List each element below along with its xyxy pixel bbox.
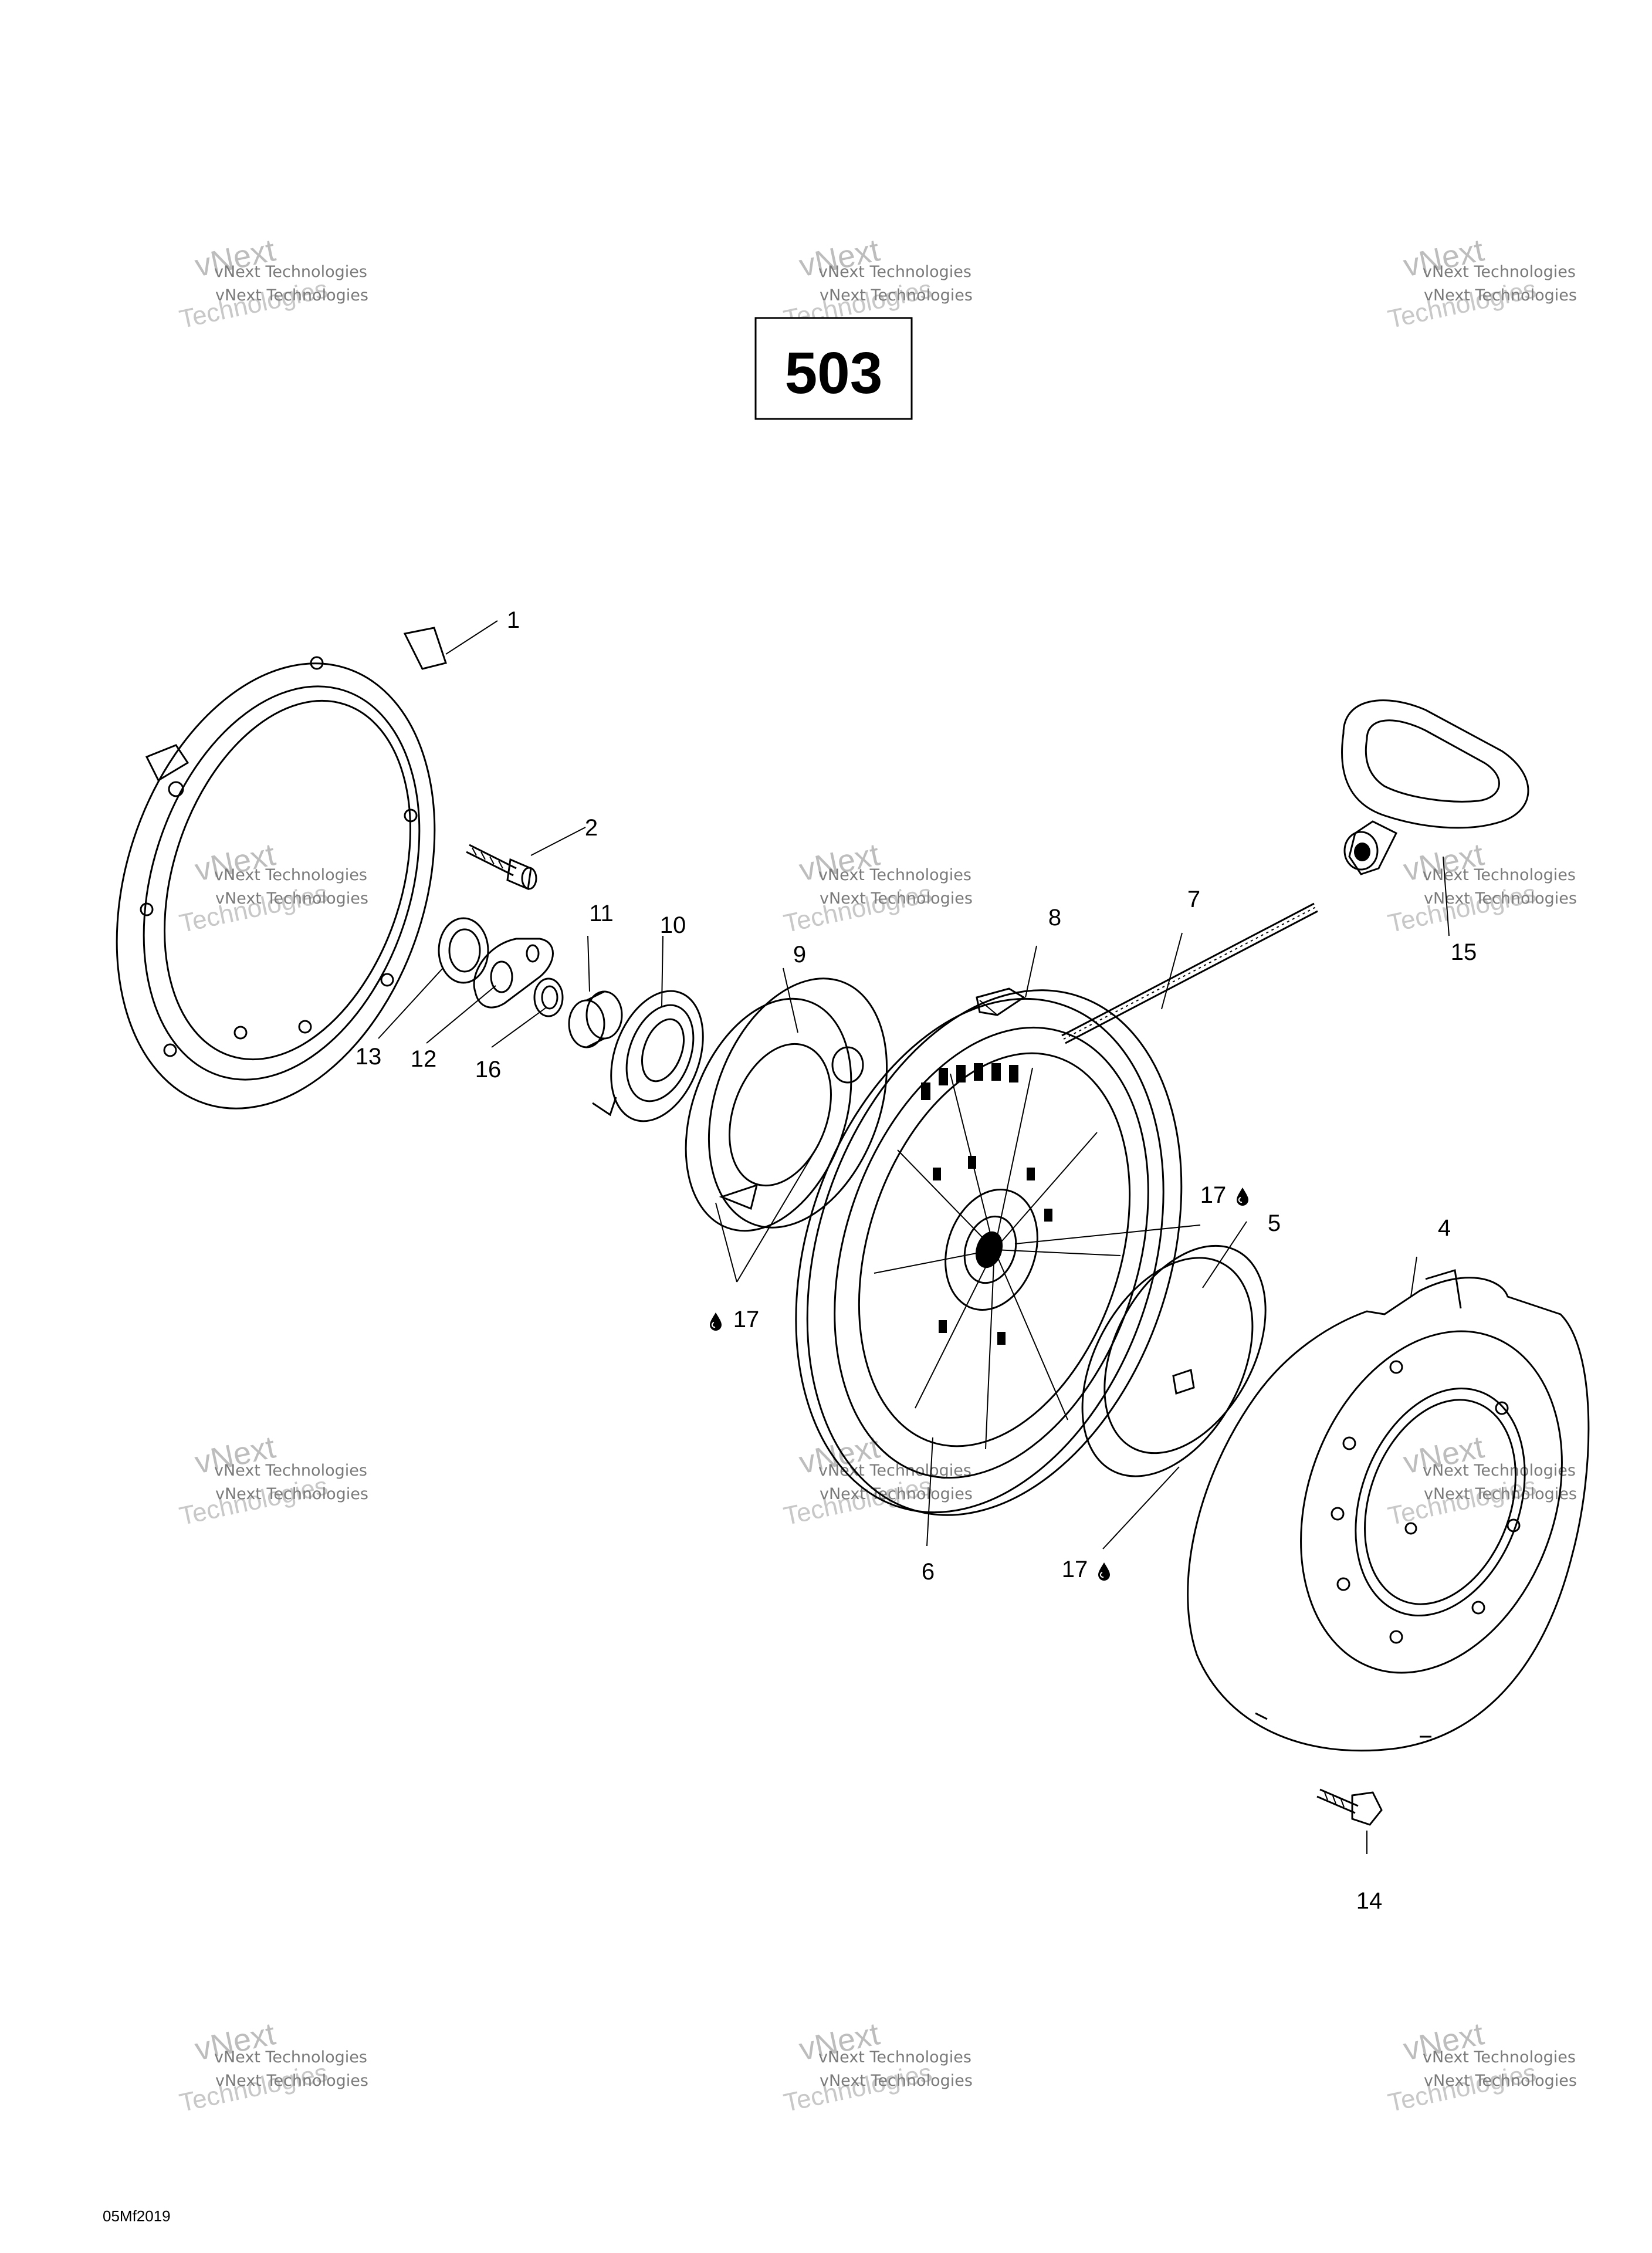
watermark-text: vNext Technologies bbox=[818, 866, 971, 884]
watermark-text: vNext Technologies bbox=[214, 866, 367, 884]
part-12-plate bbox=[473, 938, 554, 1009]
watermark-text: vNext Technologies bbox=[820, 286, 973, 305]
watermark-text: vNext Technologies bbox=[1423, 263, 1576, 281]
part-7-rope bbox=[1061, 902, 1318, 1044]
part-9-spring-cover bbox=[685, 977, 888, 1232]
watermark-text: vNext Technologies bbox=[820, 1485, 973, 1503]
watermark-text: vNext Technologies bbox=[818, 263, 971, 281]
callout-17: 17 bbox=[733, 1307, 760, 1332]
watermark-text: vNext Technologies bbox=[1424, 2072, 1577, 2090]
callout-5: 5 bbox=[1268, 1210, 1281, 1236]
diagram-number: 503 bbox=[785, 340, 883, 406]
watermark-text: vNext Technologies bbox=[1423, 866, 1576, 884]
watermark-text: vNext Technologies bbox=[1424, 286, 1577, 305]
oil-drop-icon bbox=[1236, 1187, 1249, 1206]
callout-16: 16 bbox=[475, 1057, 502, 1082]
part-2-screw bbox=[466, 844, 537, 891]
watermark-text: vNext Technologies bbox=[214, 2048, 367, 2066]
callout-12: 12 bbox=[411, 1046, 437, 1072]
watermark-text: vNext Technologies bbox=[215, 889, 368, 908]
watermark-text: vNext Technologies bbox=[818, 2048, 971, 2066]
part-4-starter-housing bbox=[1187, 1269, 1590, 1752]
callout-13: 13 bbox=[356, 1044, 382, 1070]
part-13-seal bbox=[438, 917, 489, 984]
part-11-bushing bbox=[568, 990, 623, 1048]
part-6-rope-sheave bbox=[795, 989, 1183, 1516]
callout-4: 4 bbox=[1438, 1215, 1451, 1241]
callout-7: 7 bbox=[1187, 887, 1200, 912]
callout-9: 9 bbox=[793, 942, 806, 967]
diagram-number-box: 503 bbox=[754, 317, 913, 420]
oil-drop-icon bbox=[709, 1312, 722, 1331]
part-5-friction-ring bbox=[1081, 1244, 1267, 1477]
callout-10: 10 bbox=[660, 912, 686, 938]
part-16-washer bbox=[533, 977, 564, 1017]
watermark-text: vNext Technologies bbox=[1424, 889, 1577, 908]
oil-drop-icon bbox=[1098, 1562, 1111, 1581]
callout-17-sheave: 17 bbox=[1200, 1182, 1249, 1208]
leader-lines bbox=[378, 620, 1450, 1854]
callout-15: 15 bbox=[1451, 939, 1477, 965]
part-10-spring bbox=[592, 990, 704, 1122]
watermark-text: vNext Technologies bbox=[820, 2072, 973, 2090]
callouts: 1 2 4 5 6 7 8 9 10 11 12 13 14 15 16 17 … bbox=[356, 607, 1477, 1914]
callout-17: 17 bbox=[1062, 1557, 1088, 1582]
watermark-text: vNext Technologies bbox=[214, 263, 367, 281]
callout-17: 17 bbox=[1200, 1182, 1227, 1208]
callout-2: 2 bbox=[585, 815, 598, 841]
watermark-text: vNext Technologies bbox=[1423, 2048, 1576, 2066]
watermark-text: vNext Technologies bbox=[214, 1462, 367, 1480]
watermark-text: vNext Technologies bbox=[215, 286, 368, 305]
part-15-handle bbox=[1341, 699, 1529, 875]
callout-1: 1 bbox=[507, 607, 520, 633]
part-14-bolt bbox=[1316, 1788, 1383, 1826]
watermark-text: vNext Technologies bbox=[1423, 1462, 1576, 1480]
callout-14: 14 bbox=[1356, 1888, 1383, 1914]
callout-17-friction-ring: 17 bbox=[1062, 1557, 1111, 1582]
watermark-text: vNext Technologies bbox=[820, 889, 973, 908]
watermark-text: vNext Technologies bbox=[215, 2072, 368, 2090]
watermark-text: vNext Technologies bbox=[215, 1485, 368, 1503]
callout-17-spring-cover: 17 bbox=[709, 1307, 760, 1332]
callout-8: 8 bbox=[1048, 905, 1061, 931]
watermark-text: vNext Technologies bbox=[1424, 1485, 1577, 1503]
part-1-mounting-ring bbox=[116, 627, 447, 1109]
callout-6: 6 bbox=[922, 1559, 935, 1585]
callout-11: 11 bbox=[589, 901, 614, 926]
figure-code: 05Mf2019 bbox=[103, 2207, 171, 2225]
